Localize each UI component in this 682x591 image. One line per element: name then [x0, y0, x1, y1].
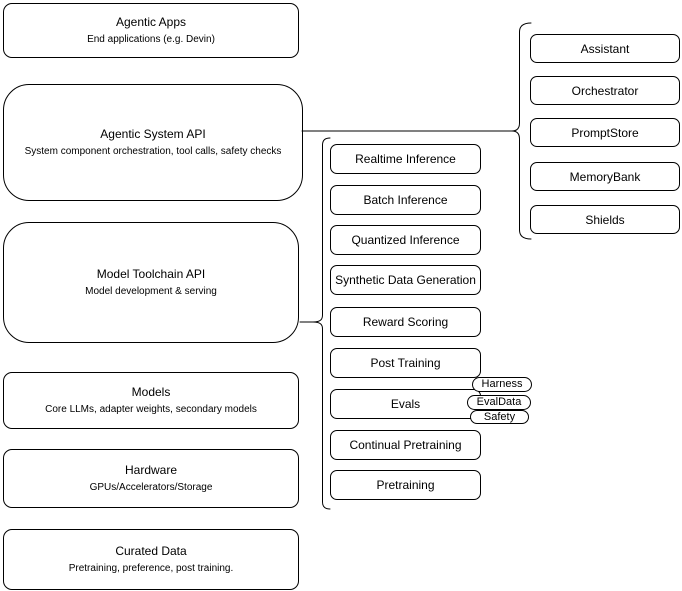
node-label: Post Training — [370, 356, 441, 370]
node-label: PromptStore — [571, 125, 639, 140]
tag-harness: Harness — [472, 377, 532, 392]
node-orchestrator: Orchestrator — [530, 76, 680, 105]
node-label: Synthetic Data Generation — [335, 273, 476, 287]
node-hardware: Hardware GPUs/Accelerators/Storage — [3, 449, 299, 508]
node-title: Agentic Apps — [115, 15, 187, 29]
node-continual-pretraining: Continual Pretraining — [330, 430, 481, 460]
node-memorybank: MemoryBank — [530, 162, 680, 191]
tag-label: Safety — [483, 410, 516, 423]
node-label: Assistant — [580, 41, 630, 56]
node-subtitle: End applications (e.g. Devin) — [87, 34, 215, 45]
node-label: Evals — [390, 397, 421, 411]
node-shields: Shields — [530, 205, 680, 234]
toolchain-brace — [299, 137, 331, 510]
node-batch-inference: Batch Inference — [330, 185, 481, 215]
node-title: Models — [131, 385, 171, 399]
node-label: Reward Scoring — [362, 315, 449, 329]
node-title: Model Toolchain API — [96, 267, 206, 281]
node-synthetic-data-generation: Synthetic Data Generation — [330, 265, 481, 295]
node-pretraining: Pretraining — [330, 470, 481, 500]
node-label: Continual Pretraining — [349, 438, 462, 452]
node-post-training: Post Training — [330, 348, 481, 378]
node-subtitle: Core LLMs, adapter weights, secondary mo… — [45, 404, 257, 415]
node-model-toolchain-api: Model Toolchain API Model development & … — [3, 222, 299, 343]
node-curated-data: Curated Data Pretraining, preference, po… — [3, 529, 299, 590]
node-subtitle: GPUs/Accelerators/Storage — [89, 482, 213, 493]
node-reward-scoring: Reward Scoring — [330, 307, 481, 337]
node-title: Curated Data — [115, 544, 187, 558]
node-evals: Evals — [330, 389, 481, 419]
node-label: Pretraining — [376, 478, 435, 492]
node-agentic-system-api: Agentic System API System component orch… — [3, 84, 303, 201]
node-subtitle: Pretraining, preference, post training. — [68, 563, 234, 574]
tag-label: EvalData — [476, 396, 522, 408]
node-label: Batch Inference — [363, 193, 448, 207]
tag-label: Harness — [481, 378, 523, 390]
node-label: Orchestrator — [571, 83, 639, 98]
node-label: Quantized Inference — [351, 233, 460, 247]
node-label: Shields — [585, 212, 625, 227]
node-subtitle: System component orchestration, tool cal… — [24, 146, 282, 157]
node-quantized-inference: Quantized Inference — [330, 225, 481, 255]
node-subtitle: Model development & serving — [85, 286, 217, 297]
node-title: Agentic System API — [100, 127, 206, 141]
tag-evaldata: EvalData — [467, 395, 531, 410]
node-assistant: Assistant — [530, 34, 680, 63]
system-components-brace — [301, 22, 532, 240]
node-label: MemoryBank — [569, 169, 641, 184]
tag-safety: Safety — [470, 410, 529, 424]
node-agentic-apps: Agentic Apps End applications (e.g. Devi… — [3, 3, 299, 58]
node-title: Hardware — [124, 463, 178, 477]
node-realtime-inference: Realtime Inference — [330, 144, 481, 174]
node-label: Realtime Inference — [355, 152, 456, 166]
node-promptstore: PromptStore — [530, 118, 680, 147]
node-models: Models Core LLMs, adapter weights, secon… — [3, 372, 299, 429]
